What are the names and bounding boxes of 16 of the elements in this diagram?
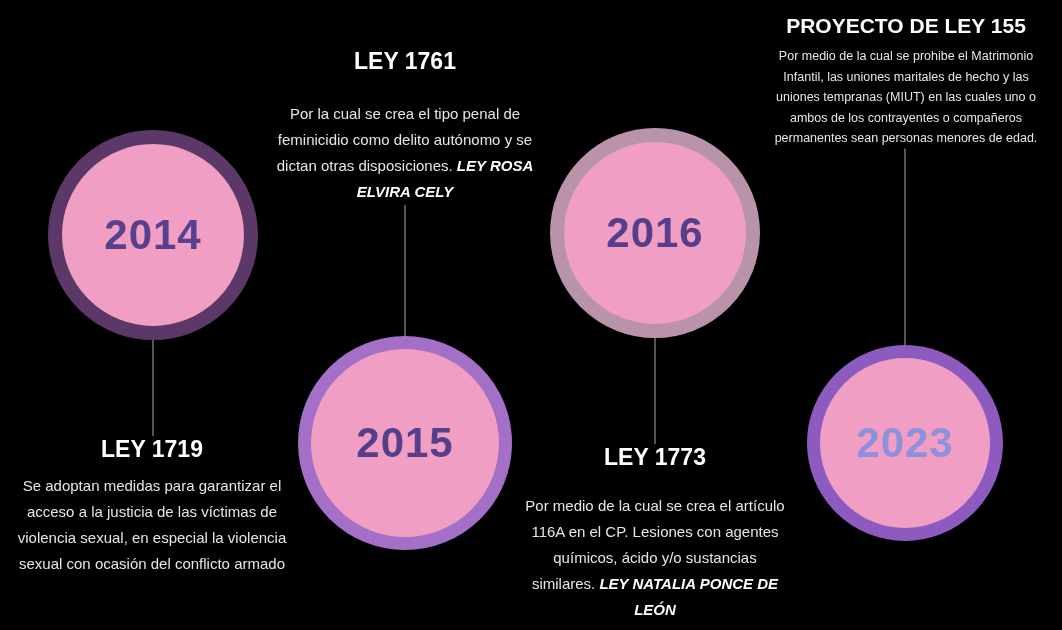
connector-line: [404, 204, 406, 337]
year-label: 2014: [104, 211, 202, 259]
year-label: 2016: [606, 209, 704, 257]
law-description: Por medio de la cual se prohibe el Matrimonio Infantil, las uniones maritales de hecho y las uniones tempranas (MIUT) en las cuales uno o ambos de los contrayentes o compañeros permanentes sean personas menores de edad.: [773, 48, 1039, 147]
law-description: Por medio de la cual se crea el artículo 116A en el CP. Lesiones con agentes químicos, ácido y/o sustancias similares. LEY NATALIA PONCE DE LEÓN: [524, 496, 786, 620]
law-heading: PROYECTO DE LEY 155: [786, 14, 1026, 38]
law-heading: LEY 1719: [101, 436, 203, 463]
connector-line: [904, 147, 906, 346]
law-description: Se adoptan medidas para garantizar el acceso a la justicia de las víctimas de violencia sexual, en especial la violencia sexual con ocasión del conflicto armado: [16, 476, 288, 574]
year-label: 2015: [356, 419, 454, 467]
law-heading: LEY 1773: [604, 444, 706, 471]
law-description: Por la cual se crea el tipo penal de feminicidio como delito autónomo y se dictan otras disposiciones. LEY ROSA ELVIRA CELY: [275, 104, 535, 202]
connector-line: [152, 339, 154, 437]
connector-line: [654, 337, 656, 445]
year-label: 2023: [856, 419, 954, 467]
law-heading: LEY 1761: [354, 48, 456, 75]
